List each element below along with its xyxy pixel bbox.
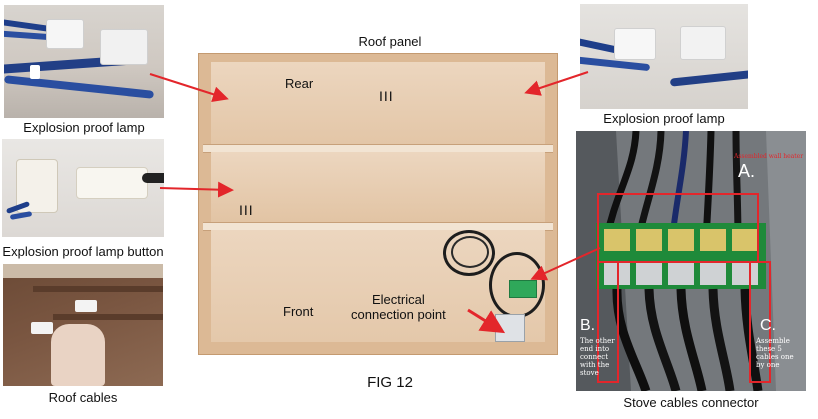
top-right-caption: Explosion proof lamp (603, 111, 725, 126)
cable-tie (30, 65, 40, 79)
black-cable (142, 173, 164, 183)
roof-slat (33, 286, 163, 292)
cable-coil (451, 236, 489, 268)
mid-left-caption: Explosion proof lamp button (2, 244, 164, 259)
white-connector (31, 322, 53, 334)
blue-cable (669, 69, 748, 87)
bottom-left-caption: Roof cables (48, 390, 118, 405)
rear-label: Rear (285, 76, 314, 91)
white-connector (680, 26, 726, 60)
panel-section-middle (211, 152, 545, 222)
roof-slat (53, 314, 163, 320)
explosion-proof-lamp-button-photo (2, 139, 164, 237)
top-left-caption: Explosion proof lamp (23, 120, 145, 135)
connector-illustration (576, 131, 806, 391)
electrical-box (495, 314, 525, 342)
white-connector (75, 300, 97, 312)
connector-caption: Stove cables connector (623, 395, 759, 410)
roof-panel: Rear III III Front Electrical connection… (198, 53, 558, 355)
label-a: A. (738, 161, 756, 181)
blue-cable (4, 75, 155, 99)
cable-coil (443, 230, 495, 276)
note-b: The other end into connect with the stov… (580, 337, 615, 377)
white-connector (614, 28, 656, 60)
label-c: C. (760, 317, 776, 334)
explosion-proof-lamp-photo-1 (4, 5, 164, 118)
explosion-proof-lamp-photo-2 (580, 4, 748, 109)
white-connector (100, 29, 148, 65)
front-label: Front (283, 304, 314, 319)
connector-body (76, 167, 148, 199)
figure-caption: FIG 12 (367, 374, 413, 391)
hand (51, 324, 105, 386)
green-terminal-block (509, 280, 537, 298)
label-b: B. (580, 317, 596, 334)
roof-cables-photo (3, 264, 163, 386)
panel-section-rear (211, 62, 545, 144)
note-c: Assemble these 5 cables one by one (756, 337, 794, 369)
stove-cables-connector-photo: A. Assembled wall heater B. The other en… (576, 131, 806, 391)
rear-mark: III (379, 88, 394, 104)
electrical-connection-label: Electrical connection point (351, 292, 446, 322)
roof-panel-title: Roof panel (358, 34, 422, 49)
red-note: Assembled wall heater (734, 153, 804, 160)
white-connector (46, 19, 84, 49)
middle-mark: III (239, 202, 254, 218)
blue-cable (9, 211, 33, 220)
roof-slat (3, 264, 163, 278)
